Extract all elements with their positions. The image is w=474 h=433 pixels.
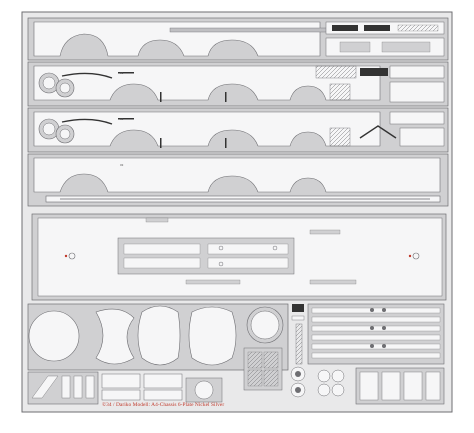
chassis-floor-plate [31, 213, 447, 301]
fret-label-2: 02 [120, 117, 124, 121]
chassis-side-strip-4 [27, 153, 449, 207]
chassis-side-strip-2 [27, 61, 449, 107]
bottom-parts-row [27, 347, 445, 405]
small-parts-zone [291, 303, 445, 365]
chassis-side-strip-1 [27, 17, 449, 61]
chassis-side-strip-3 [27, 107, 449, 153]
sheet-caption: ©34 / Dariko Modell: A4-Chassis 6-Plate … [102, 402, 225, 408]
fret-label-3: 03 [120, 163, 124, 167]
fret-label-1: 01 [120, 71, 124, 75]
